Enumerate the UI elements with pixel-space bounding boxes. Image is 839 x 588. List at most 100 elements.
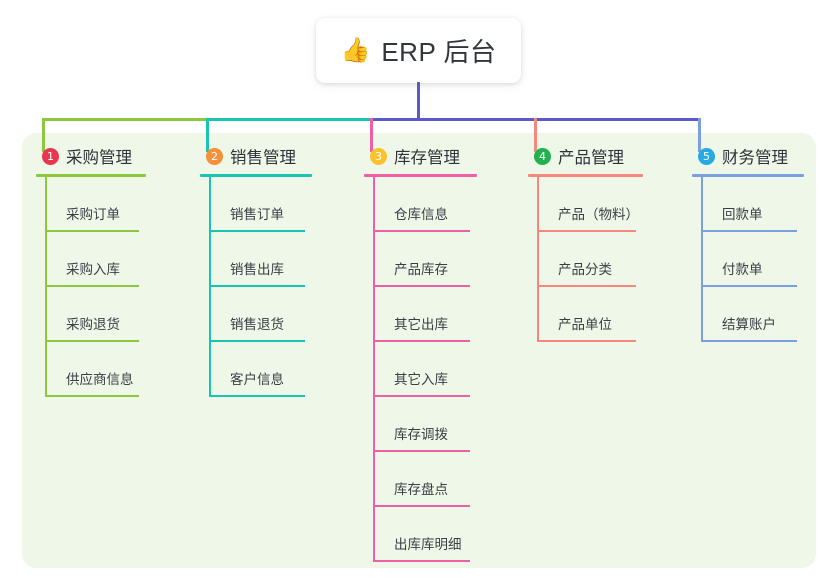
branch-item-list: 仓库信息产品库存其它出库其它入库库存调拨库存盘点出库库明细 xyxy=(364,177,477,562)
branch-stub-connector xyxy=(370,118,373,152)
branch-item-label: 客户信息 xyxy=(230,372,284,387)
branch-item[interactable]: 销售订单 xyxy=(200,177,312,232)
branch-item-underline xyxy=(701,340,797,342)
branch-item-underline xyxy=(373,285,470,287)
branch-item-underline xyxy=(373,395,470,397)
branch-item[interactable]: 出库库明细 xyxy=(364,507,477,562)
branch-item[interactable]: 回款单 xyxy=(692,177,804,232)
branch-item-label: 采购退货 xyxy=(66,317,120,332)
branch-item[interactable]: 结算账户 xyxy=(692,287,804,342)
branch-item-underline xyxy=(209,230,305,232)
branch-item-underline xyxy=(537,230,636,232)
branch-title: 采购管理 xyxy=(66,149,132,167)
branch-item[interactable]: 采购订单 xyxy=(36,177,146,232)
branch-spine xyxy=(45,177,47,397)
branch-item-list: 产品（物料） 产品分类产品单位 xyxy=(528,177,643,342)
branch-item-underline xyxy=(209,395,305,397)
branch-header-3[interactable]: 3 库存管理 xyxy=(364,143,477,169)
branch-item[interactable]: 销售退货 xyxy=(200,287,312,342)
branch-column-3: 3 库存管理仓库信息产品库存其它出库其它入库库存调拨库存盘点出库库明细 xyxy=(364,143,477,562)
branch-title: 产品管理 xyxy=(558,149,624,167)
branch-number-badge: 3 xyxy=(370,147,387,165)
thumbs-up-icon: 👍 xyxy=(340,36,371,64)
branch-header-bar xyxy=(364,174,477,177)
branch-item-underline xyxy=(45,285,139,287)
branch-item-label: 产品库存 xyxy=(394,262,448,277)
branch-column-1: 1 采购管理采购订单采购入库采购退货供应商信息 xyxy=(36,143,146,397)
root-node-title: ERP 后台 xyxy=(381,37,497,67)
branch-item-underline xyxy=(209,340,305,342)
root-node-erp-backend[interactable]: 👍 ERP 后台 xyxy=(316,18,521,83)
branch-item[interactable]: 客户信息 xyxy=(200,342,312,397)
branch-item-underline xyxy=(537,285,636,287)
branch-title: 库存管理 xyxy=(394,149,460,167)
branch-item-list: 采购订单采购入库采购退货供应商信息 xyxy=(36,177,146,397)
branch-title: 销售管理 xyxy=(230,149,296,167)
branch-stub-connector xyxy=(534,118,537,152)
branch-stub-connector xyxy=(206,118,209,152)
branch-item-label: 产品（物料） xyxy=(558,207,639,222)
branch-item[interactable]: 其它出库 xyxy=(364,287,477,342)
branch-item-label: 库存调拨 xyxy=(394,427,448,442)
branch-item-underline xyxy=(373,340,470,342)
branch-item[interactable]: 产品库存 xyxy=(364,232,477,287)
branch-spine xyxy=(373,177,375,562)
trunk-connector xyxy=(417,82,420,121)
branch-item-list: 回款单付款单结算账户 xyxy=(692,177,804,342)
diagram-panel xyxy=(22,133,816,568)
branch-item-label: 回款单 xyxy=(722,207,763,222)
branch-item-label: 销售订单 xyxy=(230,207,284,222)
trunk-bar-segment xyxy=(370,118,537,121)
branch-number-badge: 5 xyxy=(698,147,715,165)
branch-header-bar xyxy=(200,174,312,177)
branch-stub-connector xyxy=(42,118,45,152)
branch-spine xyxy=(537,177,539,342)
branch-item-underline xyxy=(45,340,139,342)
branch-item-label: 付款单 xyxy=(722,262,763,277)
branch-header-1[interactable]: 1 采购管理 xyxy=(36,143,146,169)
trunk-bar-segment xyxy=(534,118,701,121)
branch-item-underline xyxy=(537,340,636,342)
branch-item-label: 供应商信息 xyxy=(66,372,134,387)
branch-spine xyxy=(209,177,211,397)
branch-header-bar xyxy=(528,174,643,177)
branch-item[interactable]: 产品（物料） xyxy=(528,177,643,232)
branch-item[interactable]: 供应商信息 xyxy=(36,342,146,397)
branch-item-label: 采购入库 xyxy=(66,262,120,277)
branch-spine xyxy=(701,177,703,342)
branch-item[interactable]: 仓库信息 xyxy=(364,177,477,232)
trunk-bar-segment xyxy=(42,118,209,121)
branch-item[interactable]: 库存盘点 xyxy=(364,452,477,507)
branch-item-label: 其它出库 xyxy=(394,317,448,332)
branch-item-label: 采购订单 xyxy=(66,207,120,222)
branch-item-underline xyxy=(373,560,470,562)
branch-item[interactable]: 其它入库 xyxy=(364,342,477,397)
branch-header-bar xyxy=(36,174,146,177)
branch-item-underline xyxy=(45,230,139,232)
branch-item[interactable]: 产品单位 xyxy=(528,287,643,342)
branch-item-label: 产品单位 xyxy=(558,317,612,332)
branch-item-label: 产品分类 xyxy=(558,262,612,277)
branch-item[interactable]: 库存调拨 xyxy=(364,397,477,452)
branch-item[interactable]: 产品分类 xyxy=(528,232,643,287)
branch-stub-connector xyxy=(698,118,701,152)
branch-item[interactable]: 采购入库 xyxy=(36,232,146,287)
branch-item-underline xyxy=(701,230,797,232)
branch-item-underline xyxy=(373,505,470,507)
branch-item-underline xyxy=(209,285,305,287)
branch-item[interactable]: 付款单 xyxy=(692,232,804,287)
branch-number-badge: 1 xyxy=(42,147,59,165)
branch-item[interactable]: 采购退货 xyxy=(36,287,146,342)
branch-item-label: 库存盘点 xyxy=(394,482,448,497)
branch-item-underline xyxy=(373,230,470,232)
branch-item[interactable]: 销售出库 xyxy=(200,232,312,287)
branch-item-label: 出库库明细 xyxy=(394,537,462,552)
branch-item-label: 其它入库 xyxy=(394,372,448,387)
branch-item-underline xyxy=(373,450,470,452)
